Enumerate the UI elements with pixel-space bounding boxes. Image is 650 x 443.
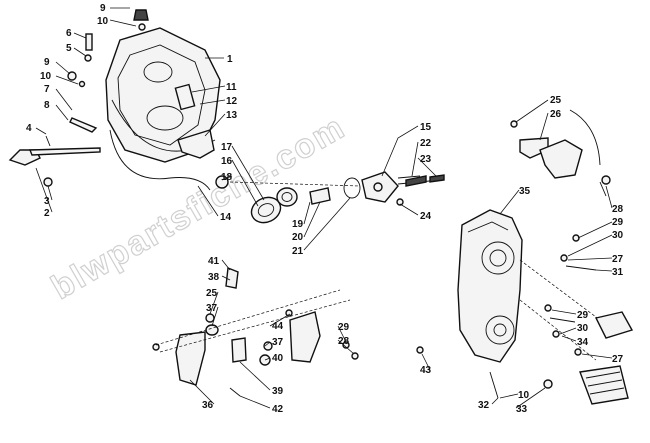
output-shafts <box>579 311 634 405</box>
gearcase-housing <box>457 209 601 363</box>
callout-29: 29 <box>338 322 350 333</box>
callout-25: 25 <box>206 288 218 299</box>
callout-40: 40 <box>272 353 284 364</box>
callout-38: 38 <box>208 272 220 283</box>
callout-18: 18 <box>221 172 233 183</box>
callout-10: 10 <box>518 390 530 401</box>
callout-24: 24 <box>420 211 432 222</box>
callout-39: 39 <box>272 386 284 397</box>
gearcase-fasteners <box>416 234 597 399</box>
callout-26: 26 <box>550 109 562 120</box>
callout-42: 42 <box>272 404 284 415</box>
callout-22: 22 <box>420 138 432 149</box>
callout-32: 32 <box>478 400 490 411</box>
callout-30: 30 <box>612 230 624 241</box>
callout-13: 13 <box>226 110 238 121</box>
fasteners-top <box>45 9 149 147</box>
callout-23: 23 <box>420 154 432 165</box>
callout-17: 17 <box>221 142 233 153</box>
callout-9: 9 <box>44 57 50 68</box>
callout-2: 2 <box>44 208 50 219</box>
callout-7: 7 <box>44 84 50 95</box>
callout-25: 25 <box>550 95 562 106</box>
callout-15: 15 <box>420 122 432 133</box>
callout-11: 11 <box>226 82 237 93</box>
callout-37: 37 <box>206 303 218 314</box>
callout-36: 36 <box>202 400 214 411</box>
callout-10: 10 <box>97 16 109 27</box>
callout-29: 29 <box>577 310 589 321</box>
callout-28: 28 <box>612 204 624 215</box>
callout-21: 21 <box>292 246 304 257</box>
gasket-seal <box>109 129 211 191</box>
callout-27: 27 <box>612 354 624 365</box>
tension-rod <box>8 147 101 187</box>
callout-19: 19 <box>292 219 304 230</box>
callout-20: 20 <box>292 232 304 243</box>
callout-labels: 9 10 6 5 9 10 7 8 4 3 2 1 11 12 13 14 17… <box>26 3 624 415</box>
lower-left-assembly <box>152 267 359 397</box>
callout-5: 5 <box>66 43 72 54</box>
bracket <box>177 129 215 159</box>
callout-1: 1 <box>227 54 233 65</box>
callout-43: 43 <box>420 365 432 376</box>
callout-35: 35 <box>519 186 531 197</box>
callout-37: 37 <box>272 337 284 348</box>
callout-41: 41 <box>208 256 220 267</box>
callout-12: 12 <box>226 96 238 107</box>
callout-29: 29 <box>612 217 624 228</box>
callout-34: 34 <box>577 337 589 348</box>
leader-lines <box>35 7 613 409</box>
callout-16: 16 <box>221 156 233 167</box>
callout-33: 33 <box>516 404 528 415</box>
callout-31: 31 <box>612 267 624 278</box>
callout-28: 28 <box>338 336 350 347</box>
callout-4: 4 <box>26 123 32 134</box>
callout-9: 9 <box>100 3 106 14</box>
callout-8: 8 <box>44 100 50 111</box>
callout-10: 10 <box>40 71 52 82</box>
callout-6: 6 <box>66 28 72 39</box>
cover-plate <box>174 83 196 111</box>
callout-14: 14 <box>220 212 232 223</box>
upper-right-bracket <box>510 109 611 197</box>
callout-27: 27 <box>612 254 624 265</box>
sprocket-assembly <box>215 171 445 224</box>
callout-44: 44 <box>272 321 284 332</box>
callout-30: 30 <box>577 323 589 334</box>
callout-3: 3 <box>44 196 50 207</box>
